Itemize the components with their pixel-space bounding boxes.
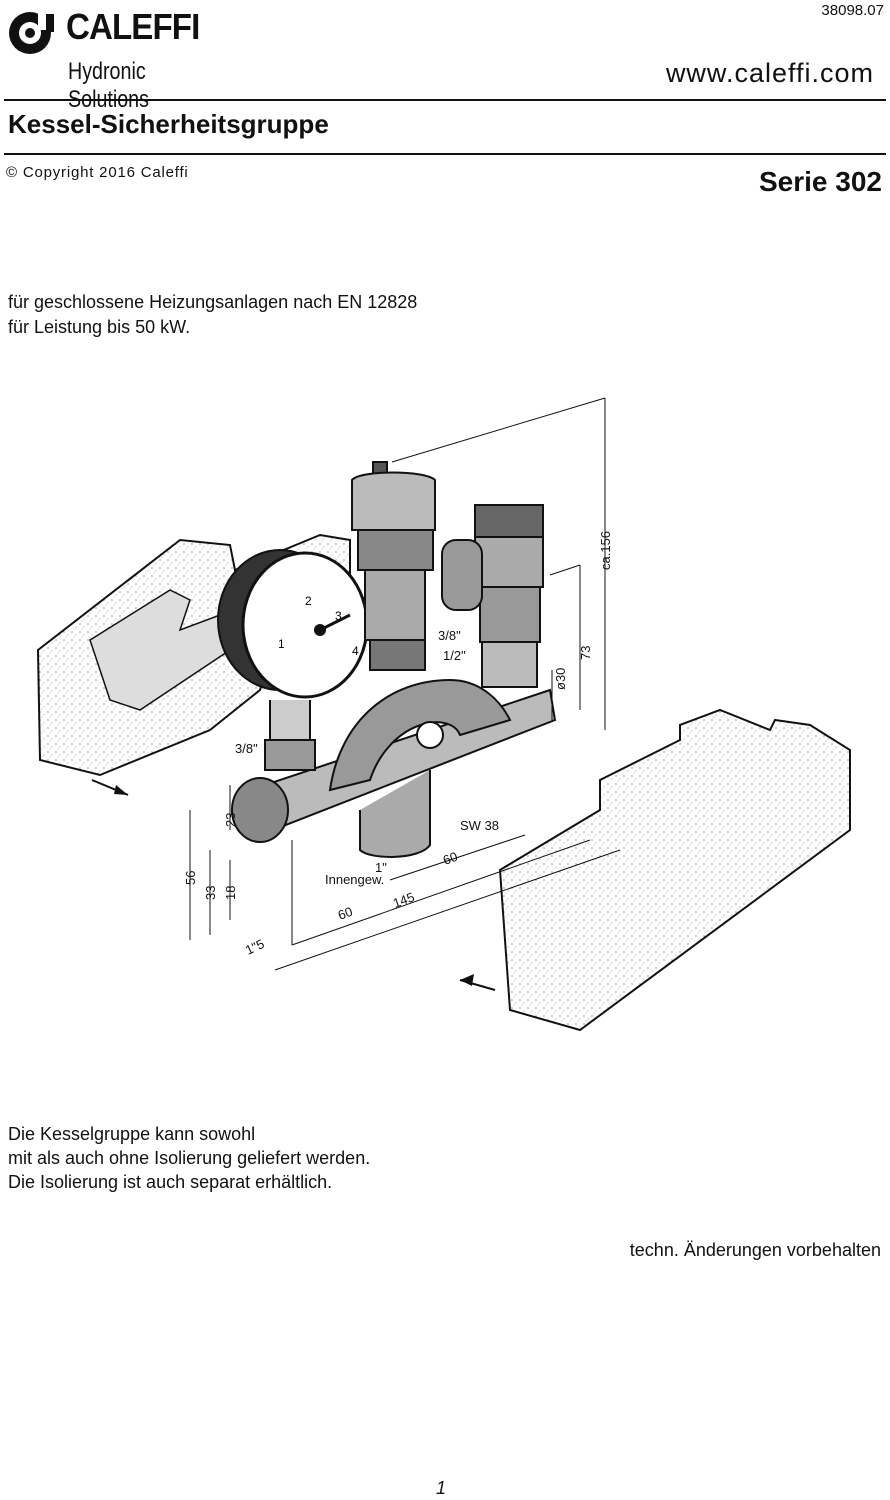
manifold-body [231,678,557,858]
note-line: Die Kesselgruppe kann sowohl [8,1124,256,1144]
intro-line: für geschlossene Heizungsanlagen nach EN… [8,292,418,312]
dim-33: 33 [203,886,218,900]
arrow-left-head [114,785,128,795]
dim-internal-thread: Innengew. [325,872,384,887]
arrow-right-head [460,974,474,986]
right-insulation-block [498,708,851,1032]
safety-valve [441,504,544,688]
dim-height-73: 73 [578,646,593,660]
caleffi-logo: CALEFFI Hydronic Solutions [8,4,258,113]
series-label: Serie 302 [759,166,882,197]
dim-thread-1-2: 1/2" [443,648,466,663]
dim-thread-3-8-top: 3/8" [438,628,461,643]
header-divider [4,99,886,101]
document-number: 38098.07 [821,2,884,19]
gauge-mark: 4 [352,644,359,658]
dimension-lines [189,397,621,971]
note-line: mit als auch ohne Isolierung geliefert w… [8,1148,371,1168]
copyright-notice: © Copyright 2016 Caleffi [6,164,189,181]
gauge-mark: 1 [278,637,285,651]
dim-1-5: 1"5 [243,936,267,958]
title-divider [4,153,886,155]
intro-line: für Leistung bis 50 kW. [8,317,191,337]
dim-56: 56 [183,871,198,885]
changes-disclaimer: techn. Änderungen vorbehalten [629,1240,881,1260]
dim-18: 18 [223,886,238,900]
page-number: 1 [436,1478,447,1498]
boiler-safety-group-drawing: 1 2 3 4 ca.156 [36,397,851,1032]
air-vent-valve [351,461,436,671]
dim-height-total: ca.156 [598,531,613,570]
dim-thread-1: 1" [375,860,387,875]
document-title: Kessel-Sicherheitsgruppe [8,109,329,139]
brand-tagline: Hydronic Solutions [68,58,149,113]
website-link[interactable]: www.caleffi.com [665,58,874,88]
gauge-mark: 2 [305,594,312,608]
note-line: Die Isolierung ist auch separat erhältli… [8,1172,333,1192]
dim-60-right: 60 [441,849,460,868]
dim-23: 23 [223,813,238,827]
dim-60-left: 60 [336,904,355,923]
caleffi-logo-icon [9,12,54,54]
dim-thread-3-8-left: 3/8" [235,741,258,756]
pressure-gauge: 1 2 3 4 [217,549,369,771]
insulation-note: Die Kesselgruppe kann sowohl mit als auc… [8,1122,370,1194]
intro-text: für geschlossene Heizungsanlagen nach EN… [8,290,417,340]
dim-145: 145 [391,889,417,911]
dim-sw38: SW 38 [460,818,499,833]
gauge-mark: 3 [335,609,342,623]
dim-diameter-30: ø30 [553,668,568,690]
brand-name: CALEFFI [66,6,200,47]
